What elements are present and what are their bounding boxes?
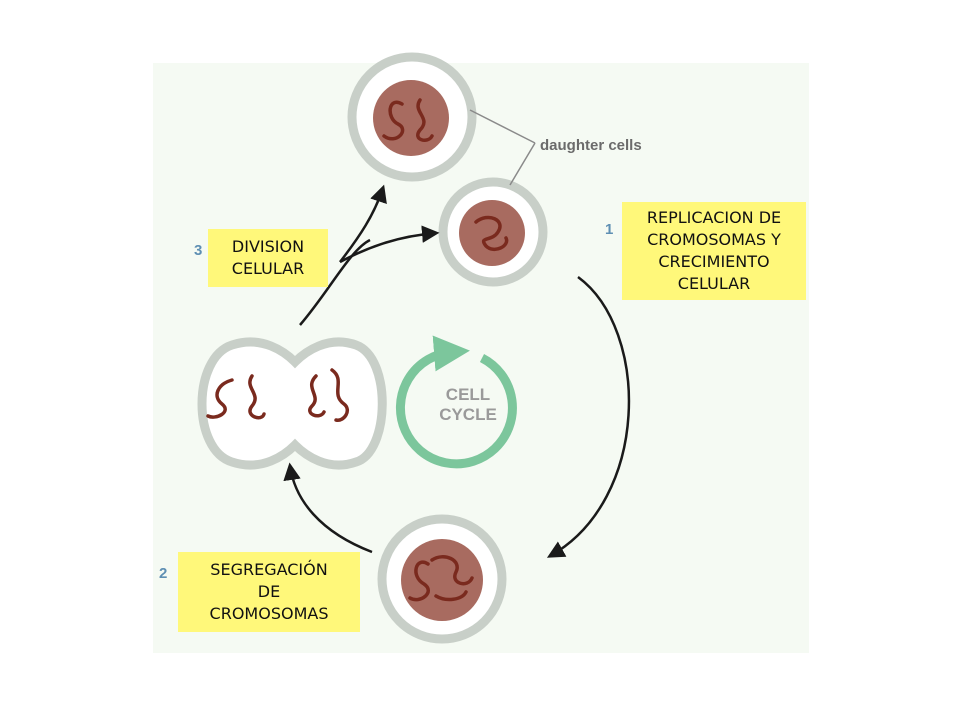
dividing-cell — [197, 337, 387, 470]
cell-cycle-arrow-icon — [396, 335, 517, 469]
daughter-cells-label: daughter cells — [540, 137, 642, 154]
step-number-2: 2 — [159, 565, 167, 582]
chromosome — [474, 215, 509, 251]
daughter-cells-pointer — [509, 142, 536, 186]
chromosome — [416, 98, 434, 142]
cell-cycle-label: CYCLE — [439, 405, 497, 424]
stage-2-label-line: CROMOSOMAS — [209, 604, 329, 623]
stage-3-label-line: CELULAR — [231, 259, 305, 278]
arrow-right-to-bottom — [546, 275, 631, 558]
cell-cycle-badge: CELL CYCLE — [396, 335, 517, 469]
daughter-cell-right — [438, 177, 548, 287]
stage-1-label-line: CROMOSOMAS Y — [647, 230, 781, 249]
arrow-bottom-to-left — [283, 462, 373, 554]
replicated-cell-bottom — [377, 514, 507, 644]
chromosome — [382, 100, 405, 141]
stage-2-label: SEGREGACIÓN DE CROMOSOMAS — [178, 552, 360, 632]
stage-1-label-line: CRECIMIENTO — [658, 252, 770, 271]
daughter-cell-top — [347, 52, 477, 182]
chromosome — [430, 555, 474, 586]
stage-1-label-line: REPLICACION DE — [646, 208, 782, 227]
chromosome — [330, 368, 349, 422]
step-number-3: 3 — [194, 242, 202, 259]
chromosome — [408, 560, 430, 602]
chromosome — [308, 374, 326, 418]
stage-2-label-line: SEGREGACIÓN — [210, 560, 328, 579]
cell-cycle-label: CELL — [446, 385, 490, 404]
daughter-cells-pointer — [469, 109, 536, 144]
chromosome — [434, 590, 468, 602]
stage-1-label-line: CELULAR — [677, 274, 751, 293]
stage-1-label: REPLICACION DE CROMOSOMAS Y CRECIMIENTO … — [622, 202, 806, 300]
arrow-to-top-daughter — [339, 184, 387, 263]
stage-3-label-line: DIVISION — [231, 237, 305, 256]
stage-3-label: DIVISION CELULAR — [208, 229, 328, 287]
stage-2-label-line: DE — [257, 582, 281, 601]
step-number-1: 1 — [605, 221, 613, 238]
chromosome — [248, 374, 266, 420]
arrow-to-right-daughter — [339, 225, 440, 264]
arrow-left-fork — [299, 238, 371, 326]
chromosome — [206, 378, 234, 419]
